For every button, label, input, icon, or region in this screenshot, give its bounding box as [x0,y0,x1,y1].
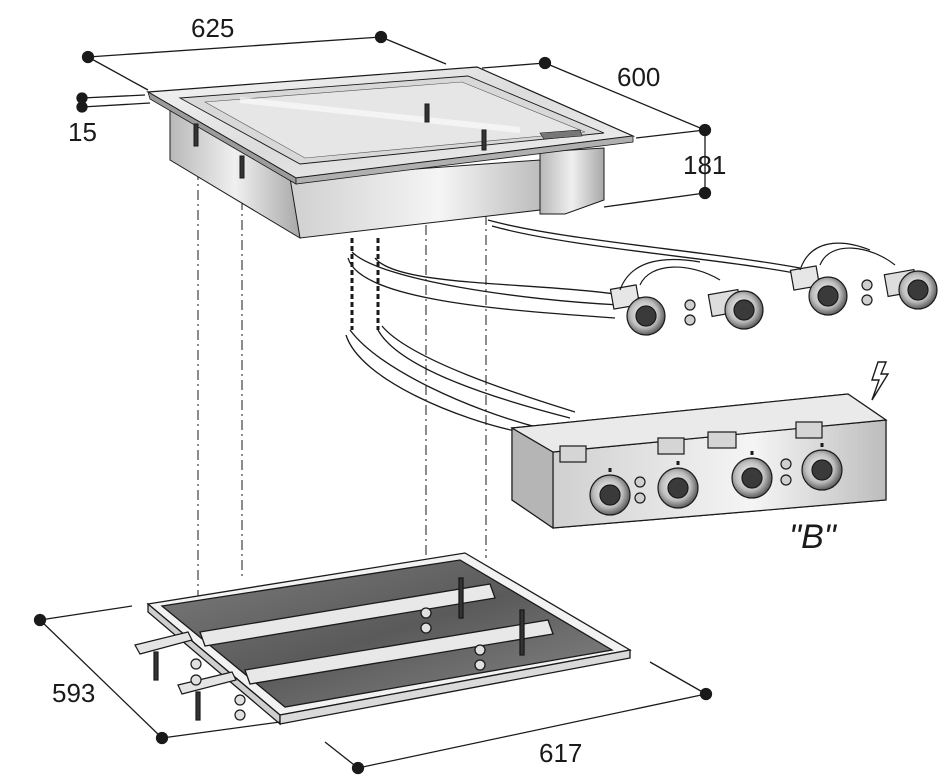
dimension-frame-width: 617 [539,738,583,768]
dimension-lines-top [76,30,712,208]
mounting-brackets [134,631,246,721]
control-knob-set [609,242,938,336]
projection-lines [197,150,487,598]
dimension-frame-depth: 593 [52,678,96,708]
dimension-rim-thickness: 15 [68,117,97,147]
control-box-b [510,393,888,530]
dimension-top-depth: 600 [617,62,661,92]
drop-in-unit [146,66,636,239]
dimension-top-width: 625 [191,13,235,43]
dimension-lines-frame [33,605,713,775]
detail-label-b: "B" [789,518,836,556]
wiring [345,219,806,433]
lightning-bolt-icon [871,361,890,401]
dimension-body-height: 181 [683,150,727,180]
mounting-frame [146,552,632,726]
